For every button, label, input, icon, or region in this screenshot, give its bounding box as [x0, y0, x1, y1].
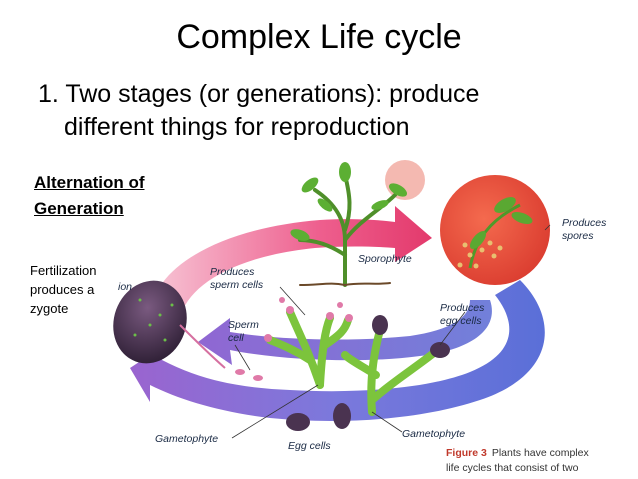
alternation-line-2: Generation	[34, 199, 124, 218]
fertilization-line-2: produces a	[30, 282, 95, 297]
blue-outer-arrow	[130, 280, 545, 421]
label-egg-cells: Egg cells	[288, 440, 331, 452]
figure-caption-text-1: Plants have complex	[492, 447, 590, 459]
sperm-to-zygote	[179, 324, 226, 369]
label-produces-sperm-2: sperm cells	[210, 279, 264, 291]
fertilization-line-3: zygote	[30, 301, 69, 316]
label-cut-ion: ion	[118, 281, 132, 293]
alternation-heading: Alternation of Generation	[34, 170, 145, 222]
zygote-speckles	[133, 298, 174, 342]
bullet-line-1: 1. Two stages (or generations): produce	[38, 80, 480, 108]
blue-inner-arrow	[198, 300, 492, 365]
spore-leaf	[511, 211, 533, 225]
label-produces-spores-1: Produces	[562, 217, 607, 229]
spore-plant	[468, 203, 521, 269]
label-produces-sperm-1: Produces	[210, 266, 255, 278]
egg-cell	[430, 342, 450, 358]
label-produces-egg-1: Produces	[440, 302, 485, 314]
sporophyte-leaves	[290, 162, 408, 241]
fertilization-note: Fertilization produces a zygote	[30, 261, 96, 318]
label-sperm-cell-1: Sperm	[228, 319, 259, 331]
male-gametophyte	[266, 308, 352, 389]
alternation-line-1: Alternation of	[34, 173, 145, 192]
fertilization-line-1: Fertilization	[30, 263, 97, 278]
zygote	[113, 280, 187, 364]
label-sperm-cell-2: cell	[228, 332, 244, 344]
pink-cycle-arrow	[150, 206, 432, 318]
spore-leaf	[494, 197, 516, 213]
label-produces-egg-2: egg cells	[440, 315, 482, 327]
figure-caption-line-2: life cycles that consist of two	[446, 462, 579, 474]
label-sporophyte: Sporophyte	[358, 253, 412, 265]
bullet-line-2: different things for reproduction	[64, 113, 410, 141]
slide-title: Complex Life cycle	[176, 18, 462, 56]
spore-dots	[457, 240, 503, 269]
female-gametophyte	[341, 326, 439, 416]
spore-leaf	[469, 230, 487, 250]
label-gametophyte-left: Gametophyte	[155, 433, 218, 445]
leader-lines	[231, 224, 551, 439]
bullet-point: 1. Two stages (or generations): produce …	[38, 78, 479, 144]
egg-cell	[333, 403, 351, 429]
label-produces-spores-2: spores	[562, 230, 594, 242]
figure-caption-line-1: Figure 3 Plants have complex	[446, 447, 589, 459]
egg-cell	[286, 413, 310, 431]
sperm-cells	[235, 369, 263, 381]
spore-capsule	[440, 175, 550, 285]
label-gametophyte-right: Gametophyte	[402, 428, 465, 440]
antheridia	[264, 297, 353, 342]
egg-cell	[372, 315, 388, 335]
figure-label: Figure 3	[446, 447, 487, 459]
